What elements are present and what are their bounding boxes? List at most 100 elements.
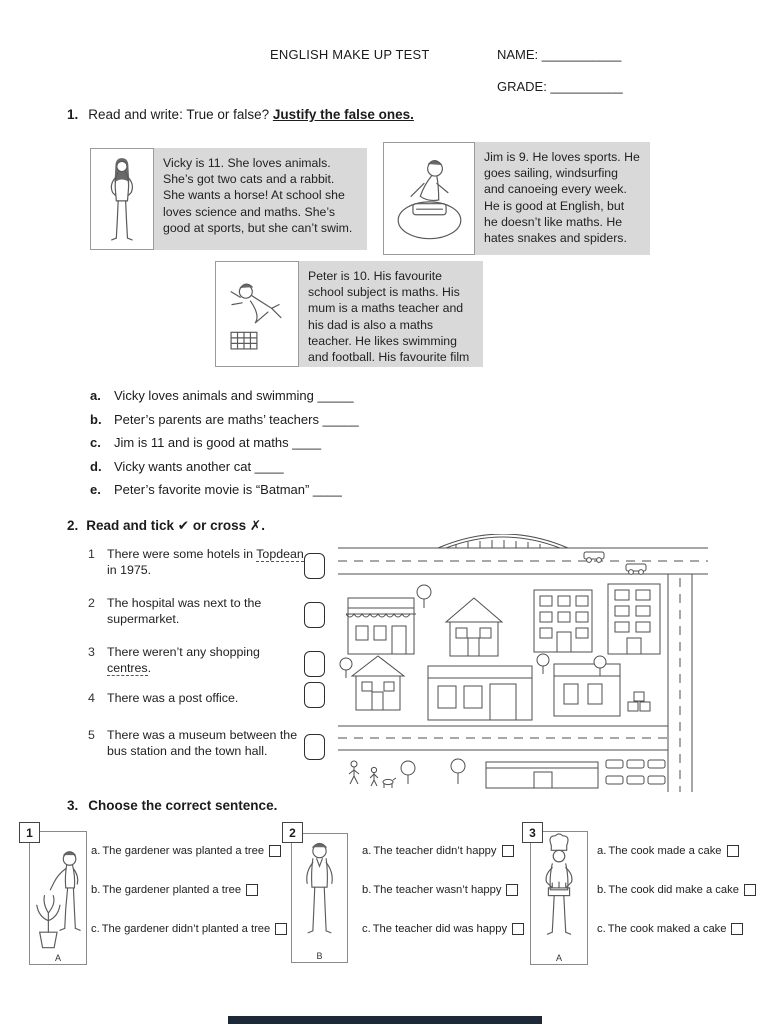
statement-text: There were some hotels in Topdean in 197… <box>107 546 306 578</box>
jim-illustration <box>383 142 475 255</box>
tick-checkbox-2[interactable] <box>304 602 325 628</box>
statement-text-part: There weren’t any shopping <box>107 645 260 659</box>
question-letter: e. <box>90 482 101 497</box>
option-checkbox-2c[interactable] <box>512 923 525 935</box>
section1-number: 1. <box>67 107 79 122</box>
option-letter: a. <box>91 845 101 857</box>
statement-3: 3 There weren’t any shopping centres. <box>88 644 306 677</box>
section2-prompt: Read and tick ✔ or cross ✗. <box>86 518 265 533</box>
question-b: b. Peter’s parents are maths’ teachers _… <box>90 412 359 427</box>
option-text: c.The cook maked a cake <box>597 923 726 935</box>
gardener-picture-frame: A <box>29 831 87 965</box>
option-checkbox-2a[interactable] <box>501 845 514 857</box>
question-d: d. Vicky wants another cat ____ <box>90 459 359 474</box>
statement-4: 4 There was a post office. <box>88 690 306 706</box>
section1-prompt-emphasis: Justify the false ones. <box>272 107 414 122</box>
option-2b: b.The teacher wasn’t happy <box>362 884 519 896</box>
section1-prompt: Read and write: True or false? <box>88 107 273 122</box>
option-checkbox-1b[interactable] <box>246 884 259 896</box>
peter-illustration <box>215 261 299 367</box>
statement-text-part: There were some hotels in <box>107 547 257 561</box>
option-checkbox-3c[interactable] <box>731 923 744 935</box>
picture-label: A <box>54 953 62 963</box>
cook-illustration <box>545 833 573 935</box>
section1-heading: 1. Read and write: True or false? Justify… <box>67 107 414 122</box>
statement-text-part: There was a post office. <box>107 691 239 705</box>
option-sentence: The teacher didn’t happy <box>373 845 497 857</box>
option-text: b.The teacher wasn’t happy <box>362 884 501 896</box>
option-text: a.The teacher didn’t happy <box>362 845 497 857</box>
option-checkbox-1c[interactable] <box>275 923 288 935</box>
peter-text: Peter is 10. His favourite school subjec… <box>299 261 483 367</box>
question-text: Vicky loves animals and swimming _____ <box>114 388 354 403</box>
option-letter: c. <box>597 923 606 935</box>
option-text: b.The gardener planted a tree <box>91 884 241 896</box>
option-3b: b.The cook did make a cake <box>597 884 756 896</box>
picture-2-number: 2 <box>282 822 303 843</box>
question-text: Jim is 11 and is good at maths ____ <box>114 435 322 450</box>
option-sentence: The teacher did was happy <box>372 923 508 935</box>
statement-text-part: in 1975. <box>107 563 152 578</box>
picture-1-number: 1 <box>19 822 40 843</box>
jim-text: Jim is 9. He loves sports. He goes saili… <box>484 150 640 246</box>
option-checkbox-3a[interactable] <box>726 845 739 857</box>
option-sentence: The teacher wasn’t happy <box>373 884 502 896</box>
question-text: Vicky wants another cat ____ <box>114 458 284 474</box>
option-letter: a. <box>362 845 372 857</box>
gardener-illustration <box>36 851 81 949</box>
option-1a: a.The gardener was planted a tree <box>91 845 282 857</box>
tick-checkbox-5[interactable] <box>304 734 325 760</box>
option-text: a.The gardener was planted a tree <box>91 845 264 857</box>
question-e: e. Peter’s favorite movie is “Batman” __… <box>90 482 359 497</box>
statement-text-part: . <box>147 661 152 676</box>
option-text: a.The cook made a cake <box>597 845 722 857</box>
section3-number: 3. <box>67 798 79 813</box>
option-3c: c.The cook maked a cake <box>597 923 744 935</box>
statement-text-part: There was a museum between the bus stati… <box>107 728 298 759</box>
section3-heading: 3. Choose the correct sentence. <box>67 798 277 813</box>
option-checkbox-3b[interactable] <box>743 884 756 896</box>
statement-text-underlined: Topdean <box>256 547 304 562</box>
statement-text-part: The hospital was next to the supermarket… <box>107 596 262 627</box>
peter-text-film-title: Spiderman <box>320 366 379 367</box>
question-a: a. Vicky loves animals and swimming ____… <box>90 388 359 403</box>
grade-field: GRADE: __________ <box>497 79 623 94</box>
option-sentence: The cook made a cake <box>608 845 722 857</box>
option-checkbox-1a[interactable] <box>269 845 282 857</box>
statement-number: 4 <box>88 691 95 705</box>
question-text: Peter’s parents are maths’ teachers ____… <box>114 411 359 427</box>
question-letter: d. <box>90 458 102 474</box>
option-letter: c. <box>362 923 371 935</box>
statement-2: 2 The hospital was next to the supermark… <box>88 595 306 627</box>
name-field: NAME: ___________ <box>497 47 622 62</box>
peter-text-main: Peter is 10. His favourite school subjec… <box>308 269 470 367</box>
tick-checkbox-3[interactable] <box>304 651 325 677</box>
statement-number: 3 <box>88 645 95 659</box>
vicky-text: Vicky is 11. She loves animals. She’s go… <box>163 156 353 235</box>
option-letter: c. <box>91 923 100 935</box>
option-sentence: The cook maked a cake <box>607 923 727 935</box>
tick-checkbox-1[interactable] <box>304 553 325 579</box>
true-false-questions: a. Vicky loves animals and swimming ____… <box>90 388 359 506</box>
statement-text: There was a post office. <box>107 690 238 706</box>
tick-checkbox-4[interactable] <box>304 682 325 708</box>
section3-prompt: Choose the correct sentence. <box>88 798 278 813</box>
statement-text-underlined: centres <box>107 661 148 677</box>
option-text: c.The teacher did was happy <box>362 923 507 935</box>
section2-number: 2. <box>67 518 79 533</box>
option-2a: a.The teacher didn’t happy <box>362 845 514 857</box>
vicky-card: Vicky is 11. She loves animals. She’s go… <box>90 148 367 250</box>
teacher-picture-frame: B <box>291 833 348 963</box>
option-text: b.The cook did make a cake <box>597 884 739 896</box>
statement-number: 1 <box>88 547 95 561</box>
statement-text: The hospital was next to the supermarket… <box>107 595 306 627</box>
vicky-illustration <box>90 148 154 250</box>
section2-heading: 2. Read and tick ✔ or cross ✗. <box>67 518 265 534</box>
teacher-illustration <box>306 842 333 934</box>
question-letter: b. <box>90 411 102 427</box>
statement-5: 5 There was a museum between the bus sta… <box>88 727 306 759</box>
option-sentence: The gardener didn’t planted a tree <box>101 923 271 935</box>
option-checkbox-2b[interactable] <box>506 884 519 896</box>
option-1b: b.The gardener planted a tree <box>91 884 259 896</box>
statement-text: There weren’t any shopping centres. <box>107 644 306 677</box>
